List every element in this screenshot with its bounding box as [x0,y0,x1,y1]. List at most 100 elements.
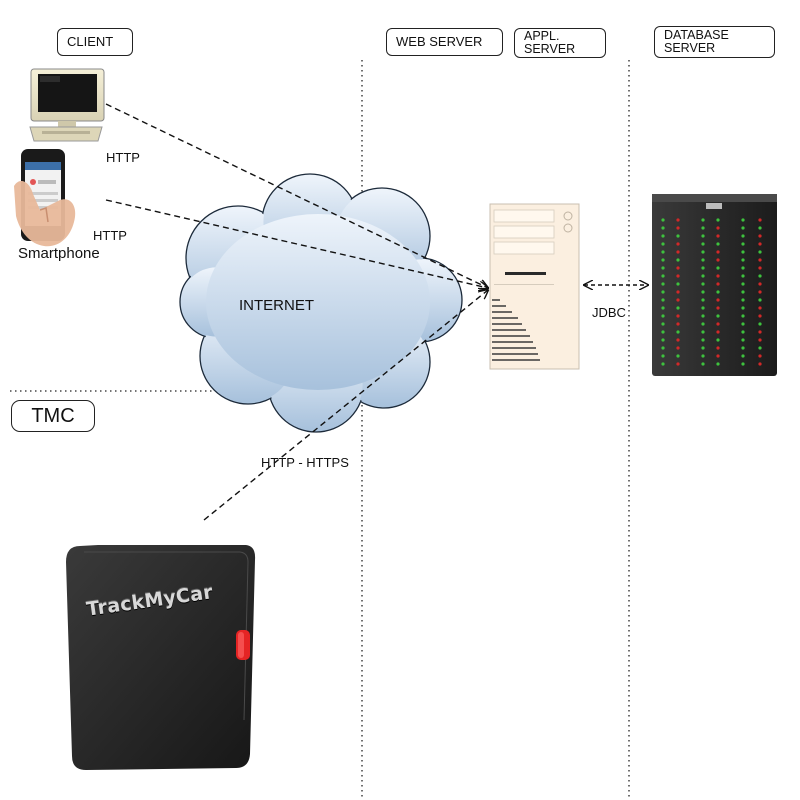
rack-led [661,274,665,278]
rack-led [741,234,745,238]
rack-led [741,298,745,302]
rack-led [676,362,680,366]
rack-led [758,346,762,350]
rack-led [661,354,665,358]
smartphone-to-app-server-link [105,199,488,288]
rack-led [758,218,762,222]
rack-led [741,346,745,350]
rack-led [758,250,762,254]
smartphone-protocol-label: HTTP [93,228,127,243]
rack-led [676,234,680,238]
rack-led [741,282,745,286]
rack-led [701,266,705,270]
rack-led [661,314,665,318]
desktop-to-app-server-link [105,103,488,288]
rack-led [676,282,680,286]
rack-led [676,346,680,350]
rack-led [716,298,720,302]
tmc-section-label: TMC [11,400,95,432]
rack-led [701,314,705,318]
rack-led [716,354,720,358]
database-server-tier-label: DATABASE SERVER [654,26,775,58]
gps-tracker-device [66,545,256,770]
rack-led [661,226,665,230]
rack-led [741,218,745,222]
rack-led [716,266,720,270]
smartphone-label: Smartphone [18,245,100,262]
rack-led [741,322,745,326]
rack-led [676,330,680,334]
rack-led [676,226,680,230]
web-server-tier-label: WEB SERVER [386,28,503,56]
rack-led [716,282,720,286]
rack-led [741,362,745,366]
rack-led [661,250,665,254]
jdbc-label: JDBC [592,305,626,320]
rack-led [661,282,665,286]
rack-led [741,338,745,342]
rack-led [661,266,665,270]
rack-led [758,282,762,286]
client-tier-label: CLIENT [57,28,133,56]
rack-led [741,266,745,270]
rack-led [701,354,705,358]
desktop-protocol-label: HTTP [106,150,140,165]
tracker-protocol-label: HTTP - HTTPS [261,455,349,470]
rack-led [758,354,762,358]
rack-led [676,242,680,246]
rack-led [701,234,705,238]
rack-led [701,290,705,294]
rack-led [716,314,720,318]
rack-led [758,234,762,238]
rack-led [701,338,705,342]
rack-led [701,298,705,302]
rack-led [758,322,762,326]
rack-led [741,250,745,254]
rack-led [661,234,665,238]
rack-led [701,330,705,334]
rack-led [716,338,720,342]
rack-led [701,226,705,230]
rack-led [676,218,680,222]
rack-led [741,354,745,358]
rack-led [701,346,705,350]
rack-led [701,250,705,254]
rack-led [758,362,762,366]
rack-led [676,322,680,326]
rack-led [716,346,720,350]
rack-led [661,298,665,302]
rack-led [758,274,762,278]
rack-status-leds [661,218,762,366]
rack-led [758,290,762,294]
rack-led [676,338,680,342]
rack-led [716,322,720,326]
rack-led [701,218,705,222]
rack-led [661,346,665,350]
rack-led [701,322,705,326]
rack-led [741,242,745,246]
rack-led [676,290,680,294]
application-server-icon [489,203,580,370]
rack-led [676,298,680,302]
rack-led [758,314,762,318]
rack-led [661,330,665,334]
rack-led [716,242,720,246]
rack-led [716,234,720,238]
rack-led [741,274,745,278]
rack-led [716,330,720,334]
rack-led [701,362,705,366]
internet-label: INTERNET [239,297,314,314]
rack-led [758,242,762,246]
rack-led [741,330,745,334]
rack-led [758,298,762,302]
desktop-computer-icon [29,68,105,142]
rack-led [716,306,720,310]
rack-led [741,290,745,294]
database-rack-icon [652,194,777,376]
rack-led [758,330,762,334]
rack-led [676,354,680,358]
rack-led [676,258,680,262]
rack-led [676,306,680,310]
